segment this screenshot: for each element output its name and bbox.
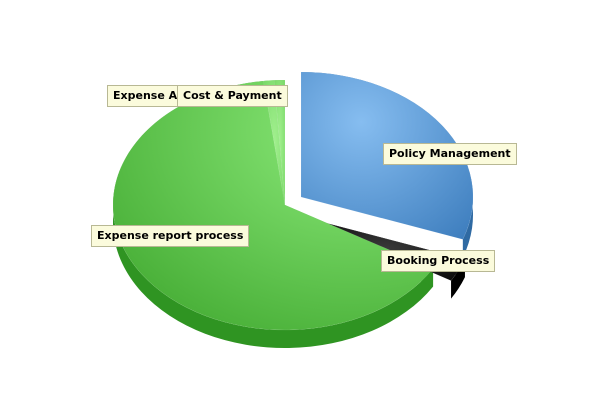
pie-slice-expense-approval: [263, 79, 286, 206]
pie-slice-expense-report-process: [112, 80, 434, 331]
slice-label-expense-report-process: Expense report process: [91, 225, 250, 247]
slice-label-booking-process: Booking Process: [381, 250, 496, 272]
slice-label-cost-payment: Cost & Payment: [177, 85, 288, 107]
slice-label-policy-management: Policy Management: [383, 143, 517, 165]
pie-slice-cost-payment: [273, 79, 286, 206]
